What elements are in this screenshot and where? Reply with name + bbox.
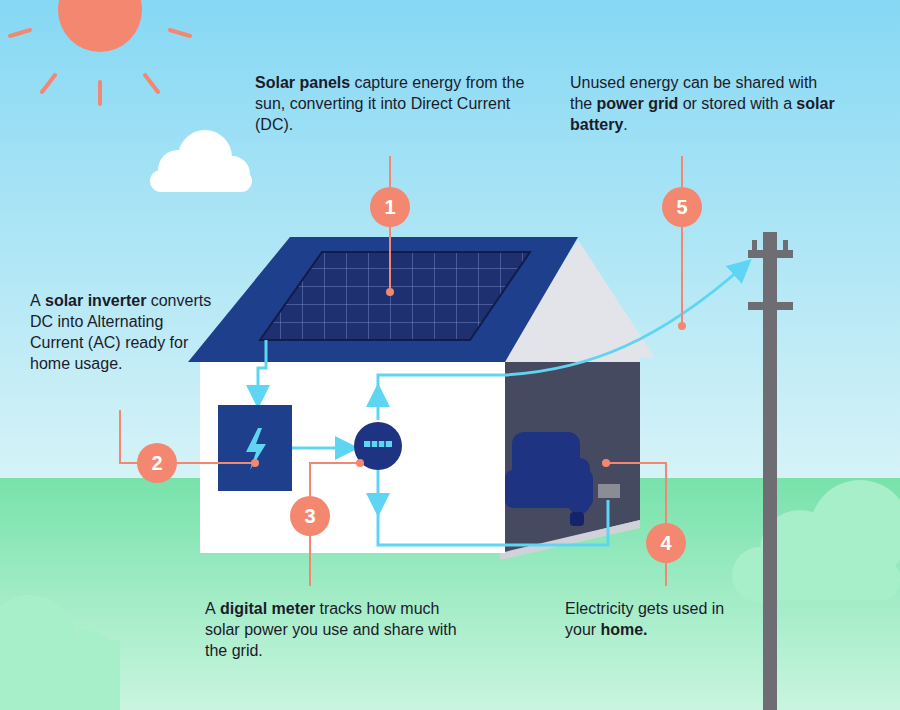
digital-meter [371,441,385,447]
house [500,520,640,560]
callout-text: Unused energy can be shared with thepowe… [570,72,870,135]
leader-line [120,156,682,586]
callout-body: . [623,116,627,133]
sun [58,0,142,52]
callout-number-text: 1 [384,196,395,219]
house [505,362,640,553]
house [200,355,505,553]
callout-body: A [30,292,41,309]
power-wires [258,265,745,545]
callout-number: 5 [662,187,702,227]
callout-text: Asolar inverterconverts DC into Alternat… [30,290,215,374]
callout-body: or stored with a [683,95,792,112]
leader-dot [251,459,259,467]
leader-dot [678,322,686,330]
callout-text: Electricity gets used in yourhome. [565,598,765,640]
sofa [505,432,593,526]
callout-keyword: solar inverter [45,292,146,309]
solar-inverter [218,405,292,491]
callout-number: 3 [290,496,330,536]
callout-keyword: power grid [597,95,679,112]
house [260,252,530,340]
leader-dot [386,288,394,296]
utility-pole [752,240,757,254]
wall-outlet [598,484,620,498]
callout-number-text: 2 [151,452,162,475]
callout-text: Adigital metertracks how much solar powe… [205,598,465,661]
utility-pole [783,240,788,254]
callout-body: A [205,600,216,617]
house [505,362,640,553]
wall-outlet [598,484,620,498]
power-wires [258,340,266,400]
callout-number-text: 5 [676,196,687,219]
power-wires [377,500,380,508]
digital-meter [354,422,402,470]
power-wires [378,265,745,420]
callout-keyword: Solar panels [255,74,350,91]
sun [10,0,215,104]
callout-number-text: 3 [304,505,315,528]
cloud [150,130,252,192]
digital-meter [354,422,402,470]
callout-number-text: 4 [660,532,671,555]
cloud [150,170,252,192]
callout-number: 2 [137,443,177,483]
power-wires [377,392,380,398]
leader-dot [251,288,686,467]
callout-text: Solar panelscapture energy from the sun,… [255,72,545,135]
utility-pole [748,302,793,310]
sun [10,0,215,104]
bush [735,560,900,600]
leader-dot [602,459,610,467]
bush [0,640,120,710]
sofa [568,458,590,514]
solar-inverter [218,405,292,491]
utility-pole [748,232,793,710]
leader-dot [356,459,364,467]
power-wires [378,470,608,545]
leader-line [681,156,683,326]
house [188,237,655,560]
callout-keyword: digital meter [220,600,315,617]
house [188,237,578,362]
callout-keyword: home. [600,621,647,638]
digital-meter [364,441,392,447]
callout-number: 4 [646,523,686,563]
power-wires [292,447,350,450]
sofa [570,512,584,526]
callout-number: 1 [370,187,410,227]
